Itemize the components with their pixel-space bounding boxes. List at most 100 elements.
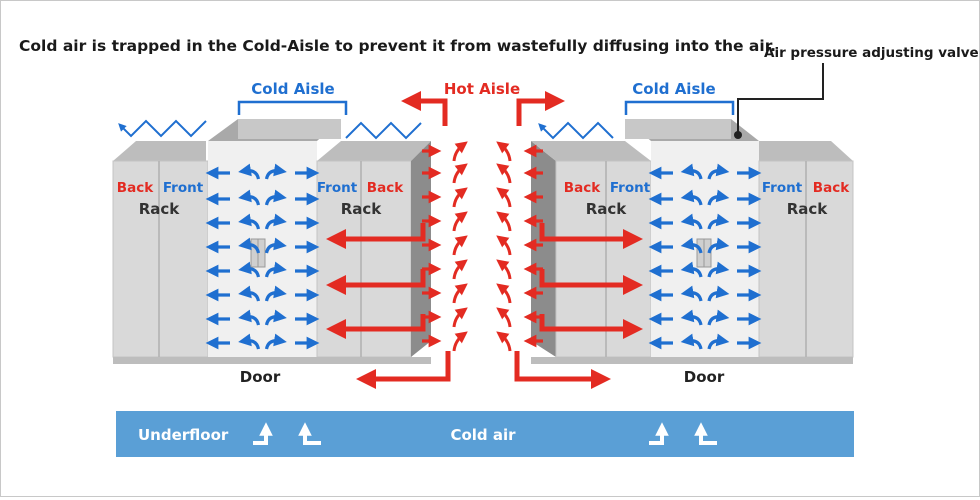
hot-air-arrow-icon <box>516 91 565 126</box>
rack-front-label: Front <box>163 180 204 196</box>
hot-air-arrow-icon <box>539 269 643 295</box>
rack-top <box>531 141 651 161</box>
cold-air-arrow-icon <box>264 237 287 254</box>
cold-air-label: Cold air <box>450 426 516 444</box>
hot-air-arrow-field <box>422 141 543 352</box>
underfloor-arrows <box>253 422 717 445</box>
cold-aisle-bracket-left <box>237 100 348 115</box>
cold-air-arrow-icon <box>707 163 730 180</box>
hot-air-arrow-icon <box>539 314 643 339</box>
door-label: Door <box>240 368 281 386</box>
hot-air-arrow-icon <box>452 259 468 280</box>
rack-back-label: Back <box>367 180 404 196</box>
hot-air-arrow-icon <box>496 307 512 328</box>
zigzag-airflow-icon <box>538 121 614 140</box>
right-rack-group <box>531 119 854 364</box>
rack-back-label: Back <box>117 180 154 196</box>
rack-label: Rack <box>787 200 829 218</box>
rack-front-label: Front <box>762 180 803 196</box>
rack-back-label: Back <box>564 180 601 196</box>
rack-base <box>531 357 853 364</box>
upward-airflow-icon <box>298 422 321 445</box>
cold-air-arrow-icon <box>680 285 703 302</box>
rack-base <box>113 357 431 364</box>
cold-aisle-roof-front <box>625 119 731 139</box>
cold-air-arrow-icon <box>680 163 703 180</box>
hot-aisle-label: Hot Aisle <box>444 80 520 98</box>
cold-air-arrow-icon <box>238 261 261 278</box>
cold-air-arrow-icon <box>680 213 703 230</box>
hot-air-arrow-icon <box>539 223 643 249</box>
cold-air-arrow-icon <box>707 309 730 326</box>
cold-air-arrow-icon <box>238 237 261 254</box>
cold-air-arrow-icon <box>238 213 261 230</box>
upward-airflow-icon <box>649 422 669 445</box>
valve-leader-line <box>737 63 824 135</box>
cold-air-arrow-icon <box>707 333 730 350</box>
cold-air-arrow-icon <box>238 163 261 180</box>
cold-air-arrow-icon <box>264 189 287 206</box>
cold-air-arrow-icon <box>238 333 261 350</box>
cold-air-arrow-icon <box>680 189 703 206</box>
hot-air-arrow-icon <box>326 269 426 295</box>
hot-air-arrow-icon <box>514 351 611 389</box>
zigzag-airflow-icon <box>118 119 207 138</box>
hot-air-arrow-icon <box>496 283 512 304</box>
cold-air-arrow-icon <box>707 237 730 254</box>
cold-air-arrow-icon <box>238 309 261 326</box>
hot-air-arrow-icon <box>452 235 468 256</box>
cold-air-arrow-icon <box>238 285 261 302</box>
cold-air-arrow-icon <box>264 285 287 302</box>
rack-top <box>113 141 206 161</box>
underfloor-band <box>116 411 854 457</box>
hot-air-arrow-icon <box>452 211 468 232</box>
cold-air-arrow-icon <box>264 213 287 230</box>
cold-air-arrow-icon <box>707 213 730 230</box>
cold-aisle-label-left: Cold Aisle <box>251 80 334 98</box>
rack-front-label: Front <box>610 180 651 196</box>
cold-aisle-label-right: Cold Aisle <box>632 80 715 98</box>
left-rack-group <box>112 119 431 364</box>
underfloor-label: Underfloor <box>138 426 229 444</box>
hot-air-arrow-icon <box>452 283 468 304</box>
rack-front-label: Front <box>317 180 358 196</box>
hot-air-arrow-icon <box>496 141 512 162</box>
cold-air-arrow-icon <box>264 309 287 326</box>
cold-air-arrow-icon <box>680 237 703 254</box>
hot-air-arrow-icon <box>452 163 468 184</box>
door-label: Door <box>684 368 725 386</box>
zigzag-airflow-icon <box>345 121 422 140</box>
cold-air-arrow-icon <box>707 285 730 302</box>
rack-top <box>317 141 431 161</box>
cold-air-arrow-icon <box>264 261 287 278</box>
hot-air-arrow-icon <box>496 187 512 208</box>
hot-air-arrow-icon <box>401 91 448 126</box>
upward-airflow-icon <box>694 422 717 445</box>
valve-label: Air pressure adjusting valve <box>764 45 979 61</box>
cold-air-arrow-icon <box>238 189 261 206</box>
rack-back-label: Back <box>813 180 850 196</box>
rack-label: Rack <box>586 200 628 218</box>
hot-air-arrow-icon <box>496 235 512 256</box>
cold-air-arrow-icon <box>680 333 703 350</box>
hot-air-arrow-icon <box>356 351 451 389</box>
hot-air-arrow-icon <box>496 163 512 184</box>
rack-side <box>531 141 556 357</box>
hot-air-arrow-icon <box>452 187 468 208</box>
rack-top <box>759 141 853 161</box>
hot-air-arrow-icon <box>452 331 468 352</box>
cold-air-arrow-icon <box>707 261 730 278</box>
hot-air-arrow-icon <box>496 211 512 232</box>
hot-air-arrow-icon <box>452 141 468 162</box>
cold-air-arrow-icon <box>264 163 287 180</box>
hot-air-arrow-icon <box>452 307 468 328</box>
rack-side <box>411 141 431 357</box>
cold-aisle-bracket-right <box>624 100 735 115</box>
diagram-title: Cold air is trapped in the Cold-Aisle to… <box>19 37 776 55</box>
hot-air-arrow-icon <box>496 259 512 280</box>
hot-air-through-racks <box>326 223 643 389</box>
cold-air-arrow-icon <box>264 333 287 350</box>
cold-air-arrow-icon <box>707 189 730 206</box>
rack-label: Rack <box>139 200 181 218</box>
